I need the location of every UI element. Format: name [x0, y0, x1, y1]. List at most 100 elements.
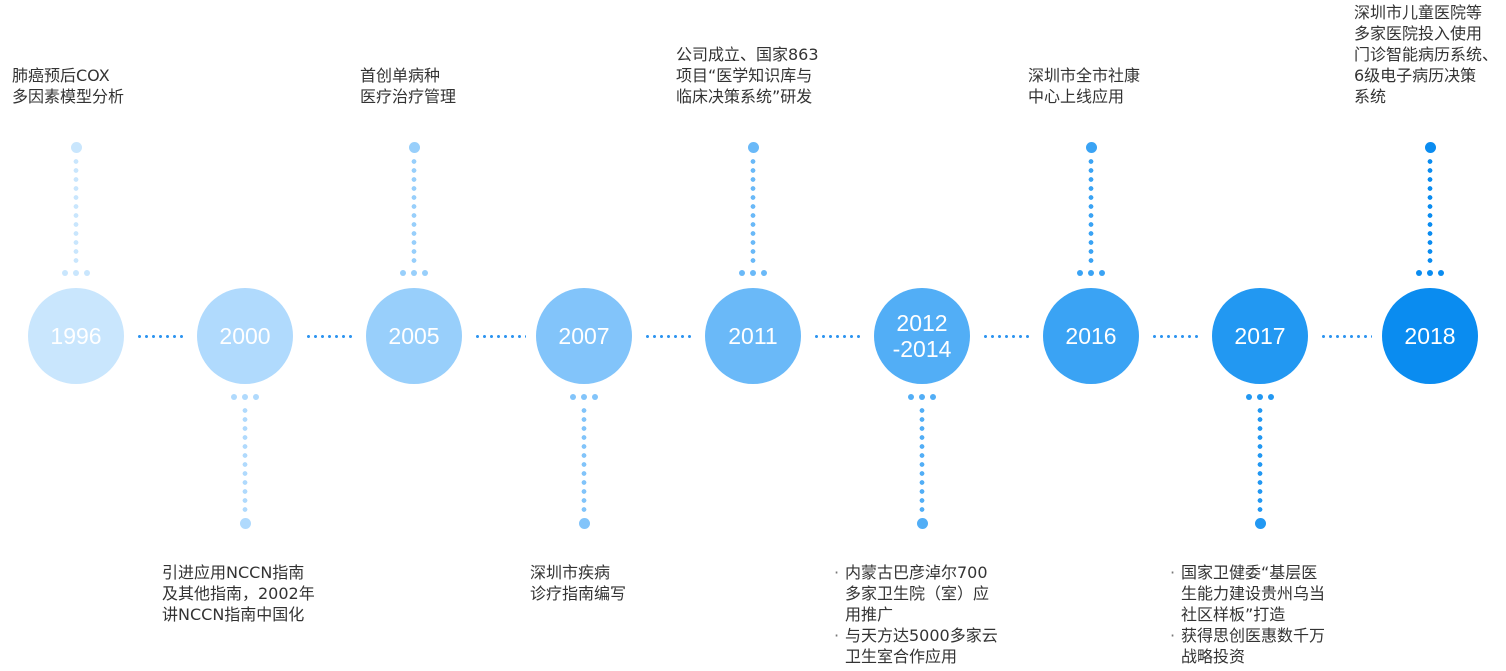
dot	[422, 270, 428, 276]
dot	[592, 394, 598, 400]
description-line: 与天方达5000多家云	[845, 626, 998, 645]
description-line: 6级电子病历决策	[1354, 66, 1477, 85]
description-line: 社区样板”打造	[1181, 605, 1286, 624]
description-line: 中心上线应用	[1028, 87, 1125, 106]
description-line: 多家卫生院（室）应	[845, 584, 990, 603]
description-line: 及其他指南，2002年	[162, 584, 315, 603]
description-line: 引进应用NCCN指南	[162, 563, 305, 582]
bullet-item: ·国家卫健委“基层医生能力建设贵州乌当社区样板”打造	[1170, 562, 1325, 625]
year-label: 2007	[558, 322, 610, 349]
description-line: 深圳市儿童医院等	[1354, 3, 1483, 22]
bullet-mark: ·	[1170, 626, 1176, 645]
stem-end-dot	[1085, 142, 1097, 153]
bullet-item: · 获得思创医惠数千万战略投资	[1170, 625, 1326, 667]
description-line: 国家卫健委“基层医	[1181, 563, 1318, 582]
description-line: 多家医院投入使用	[1354, 24, 1483, 43]
year-circle: 2007	[536, 288, 632, 384]
stem-base-dots	[62, 270, 90, 278]
connector-dots	[1151, 335, 1202, 338]
milestone-description: · 内蒙古巴彦淖尔700 多家卫生院（室）应用推广· 与天方达5000多家云卫生室合作…	[834, 562, 998, 667]
stem-dots	[73, 157, 79, 265]
dot	[1099, 270, 1105, 276]
stem-end-dot	[1254, 518, 1266, 529]
stem-dots	[1088, 157, 1094, 265]
year-label: 2012 -2014	[892, 309, 952, 362]
dot	[84, 270, 90, 276]
dot	[1438, 270, 1444, 276]
dot	[930, 394, 936, 400]
year-label: 2000	[219, 322, 271, 349]
dot	[570, 394, 576, 400]
stem-base-dots	[1077, 270, 1105, 278]
dot	[1257, 394, 1263, 400]
connector-dots	[813, 335, 864, 338]
bullet-mark: ·	[834, 626, 840, 645]
stem-dots	[411, 157, 417, 265]
description-line: 公司成立、国家863	[676, 45, 819, 64]
year-label: 1996	[50, 322, 102, 349]
dot	[1077, 270, 1083, 276]
year-label: 2018	[1404, 322, 1456, 349]
stem-dots	[1427, 157, 1433, 265]
stem-base-dots	[231, 394, 259, 402]
dot	[231, 394, 237, 400]
description-line: 用推广	[845, 605, 894, 624]
bullet-item: · 与天方达5000多家云卫生室合作应用	[834, 625, 998, 667]
description-line: 系统	[1354, 87, 1387, 106]
dot	[1268, 394, 1274, 400]
year-circle: 2000	[197, 288, 293, 384]
milestone-description: 公司成立、国家863 项目“医学知识库与临床决策系统”研发	[676, 44, 819, 107]
description-line: 门诊智能病历系统、	[1354, 45, 1499, 64]
dot	[1427, 270, 1433, 276]
stem-end-dot	[70, 142, 82, 153]
dot	[411, 270, 417, 276]
dot	[750, 270, 756, 276]
description-line: 临床决策系统”研发	[676, 87, 813, 106]
year-circle: 2005	[366, 288, 462, 384]
stem-base-dots	[1246, 394, 1274, 402]
connector-dots	[644, 335, 695, 338]
year-circle: 2016	[1043, 288, 1139, 384]
year-circle: 2011	[705, 288, 801, 384]
stem-end-dot	[1424, 142, 1436, 153]
connector-dots	[136, 335, 187, 338]
year-label: 2011	[728, 322, 778, 349]
dot	[253, 394, 259, 400]
description-line: 获得思创医惠数千万	[1181, 626, 1326, 645]
stem-end-dot	[239, 518, 251, 529]
description-line: 深圳市疾病	[530, 563, 611, 582]
stem-dots	[750, 157, 756, 265]
year-label: 2016	[1065, 322, 1117, 349]
year-label: 2005	[388, 322, 440, 349]
connector-dots	[474, 335, 526, 338]
dot	[242, 394, 248, 400]
dot	[73, 270, 79, 276]
description-line: 卫生室合作应用	[845, 647, 958, 666]
milestone-description: 深圳市儿童医院等多家医院投入使用门诊智能病历系统、 6级电子病历决策系统	[1354, 2, 1498, 107]
description-line: 多因素模型分析	[12, 87, 125, 106]
year-circle: 2012 -2014	[874, 288, 970, 384]
stem-dots	[581, 406, 587, 514]
dot	[761, 270, 767, 276]
connector-dots	[305, 335, 356, 338]
stem-end-dot	[408, 142, 420, 153]
description-line: 内蒙古巴彦淖尔700	[845, 563, 988, 582]
year-circle: 2018	[1382, 288, 1478, 384]
dot	[62, 270, 68, 276]
stem-dots	[242, 406, 248, 514]
milestone-description: 深圳市疾病诊疗指南编写	[530, 562, 626, 604]
description-line: 战略投资	[1181, 647, 1246, 666]
stem-base-dots	[739, 270, 767, 278]
description-line: 首创单病种	[360, 66, 441, 85]
stem-end-dot	[747, 142, 759, 153]
stem-dots	[1257, 406, 1263, 514]
stem-base-dots	[400, 270, 428, 278]
stem-base-dots	[570, 394, 598, 402]
milestone-description: ·国家卫健委“基层医生能力建设贵州乌当社区样板”打造· 获得思创医惠数千万战略投资	[1170, 562, 1326, 667]
dot	[908, 394, 914, 400]
dot	[919, 394, 925, 400]
description-line: 项目“医学知识库与	[676, 66, 813, 85]
stem-dots	[919, 406, 925, 514]
milestone-description: 引进应用NCCN指南及其他指南，2002年讲NCCN指南中国化	[162, 562, 315, 625]
